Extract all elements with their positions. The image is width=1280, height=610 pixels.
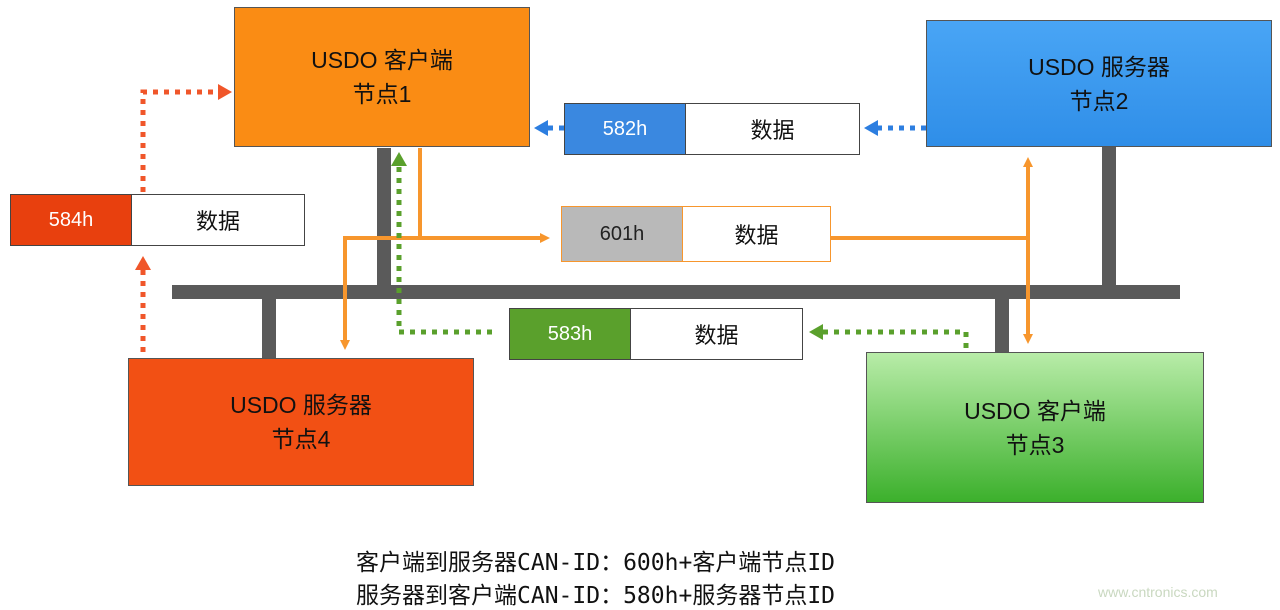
arrow-584h-to-node1 <box>140 84 232 192</box>
message-583h-id: 583h <box>510 309 631 359</box>
bus-stub-node1 <box>377 148 391 292</box>
arrow-to-node2 <box>830 157 1033 240</box>
node-2-server: USDO 服务器 节点2 <box>926 20 1272 147</box>
message-582h: 582h 数据 <box>564 103 860 155</box>
node-4-server: USDO 服务器 节点4 <box>128 358 474 486</box>
bus-stub-node3 <box>995 292 1009 352</box>
response-584h-path <box>135 84 232 352</box>
message-583h: 583h 数据 <box>509 308 803 360</box>
node-3-title: USDO 客户端 <box>964 397 1106 424</box>
node-3-client: USDO 客户端 节点3 <box>866 352 1204 503</box>
arrow-to-node4 <box>340 236 420 350</box>
node-2-title: USDO 服务器 <box>1028 53 1170 80</box>
node-4-title: USDO 服务器 <box>230 392 372 418</box>
bus-line <box>172 285 1180 299</box>
message-584h-payload: 数据 <box>195 209 240 234</box>
message-601h-payload: 数据 <box>734 223 779 248</box>
node-3-label: 节点3 <box>1005 431 1065 458</box>
message-584h-id: 584h <box>11 195 132 245</box>
message-582h-payload: 数据 <box>750 118 795 143</box>
node-1-client: USDO 客户端 节点1 <box>234 7 530 147</box>
arrow-583h-to-node1 <box>391 152 492 335</box>
node-1-label: 节点1 <box>352 81 412 107</box>
legend-client-to-server: 客户端到服务器CAN-ID：600h+客户端节点ID <box>356 550 836 576</box>
message-582h-id: 582h <box>565 104 686 154</box>
arrow-node1-to-601h <box>418 148 550 243</box>
legend-server-to-client: 服务器到客户端CAN-ID：580h+服务器节点ID <box>356 583 836 609</box>
can-bus <box>172 147 1180 358</box>
sdo-601h-paths <box>340 148 1033 350</box>
message-601h: 601h 数据 <box>561 206 831 262</box>
node-4-label: 节点4 <box>271 426 331 452</box>
bus-stub-node2 <box>1102 147 1116 292</box>
node-1-title: USDO 客户端 <box>311 47 453 73</box>
arrow-node3-to-583h <box>809 324 969 348</box>
message-601h-id: 601h <box>562 207 683 261</box>
bus-stub-node4 <box>262 292 276 358</box>
node-2-label: 节点2 <box>1069 87 1129 114</box>
message-583h-payload: 数据 <box>694 323 739 348</box>
message-584h: 584h 数据 <box>10 194 305 246</box>
response-583h-path <box>391 152 969 348</box>
watermark: www.cntronics.com <box>1098 584 1218 600</box>
